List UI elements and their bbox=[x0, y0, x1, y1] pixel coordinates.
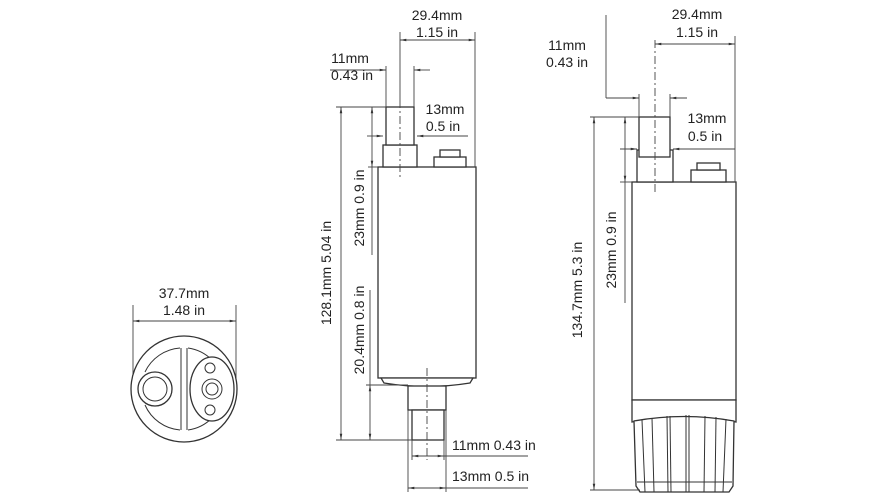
width-in-label: 1.15 in bbox=[416, 24, 458, 40]
inlet-outer-mm-label: 13mm bbox=[688, 110, 727, 126]
outlet-port-inner bbox=[205, 382, 219, 396]
end-view: 37.7mm 1.48 in bbox=[130, 285, 238, 443]
pump-body bbox=[631, 181, 737, 401]
inlet-outer-mm-label: 13mm bbox=[426, 101, 465, 117]
mount-hole bbox=[204, 404, 216, 416]
pump-body bbox=[377, 166, 477, 379]
outlet-outer-label: 13mm 0.5 in bbox=[452, 468, 529, 484]
total-height-label: 128.1mm 5.04 in bbox=[318, 221, 334, 325]
total-height-label: 134.7mm 5.3 in bbox=[569, 242, 585, 339]
side-view-a: 29.4mm 1.15 in 11mm 0.43 in 13mm 0.5 in … bbox=[318, 7, 536, 492]
terminal-nut-top bbox=[696, 162, 721, 171]
inlet-length-label: 23mm 0.9 in bbox=[351, 169, 367, 246]
inlet-length-label: 23mm 0.9 in bbox=[603, 211, 619, 288]
inlet-inner-mm-label: 11mm bbox=[331, 50, 369, 66]
outlet-length-label: 20.4mm 0.8 in bbox=[351, 286, 367, 375]
terminal-nut bbox=[433, 156, 467, 168]
terminal-nut bbox=[690, 169, 727, 183]
terminal-nut-top bbox=[439, 149, 461, 158]
outlet-port bbox=[201, 378, 223, 400]
inlet-outer-in-label: 0.5 in bbox=[688, 128, 722, 144]
strainer-ribs bbox=[637, 415, 732, 493]
diameter-mm-label: 37.7mm bbox=[159, 285, 210, 301]
width-mm-label: 29.4mm bbox=[672, 6, 723, 22]
inlet-inner-mm-label: 11mm bbox=[548, 37, 586, 53]
inlet-inner-in-label: 0.43 in bbox=[546, 54, 588, 70]
strainer-cage bbox=[633, 415, 735, 493]
mount-hole bbox=[204, 362, 216, 374]
side-view-b: 29.4mm 1.15 in 11mm 0.43 in 13mm 0.5 in … bbox=[546, 6, 737, 493]
cage-arcs bbox=[144, 347, 213, 431]
inlet-outer-in-label: 0.5 in bbox=[426, 118, 460, 134]
outlet-pipe bbox=[411, 409, 445, 441]
diameter-in-label: 1.48 in bbox=[163, 302, 205, 318]
inlet-nipple bbox=[638, 116, 671, 158]
inlet-port-inner bbox=[142, 376, 168, 402]
width-mm-label: 29.4mm bbox=[412, 7, 463, 23]
outlet-inner-label: 11mm 0.43 in bbox=[452, 437, 536, 453]
inlet-inner-in-label: 0.43 in bbox=[331, 67, 373, 83]
width-in-label: 1.15 in bbox=[676, 24, 718, 40]
outlet-boss bbox=[189, 356, 235, 422]
